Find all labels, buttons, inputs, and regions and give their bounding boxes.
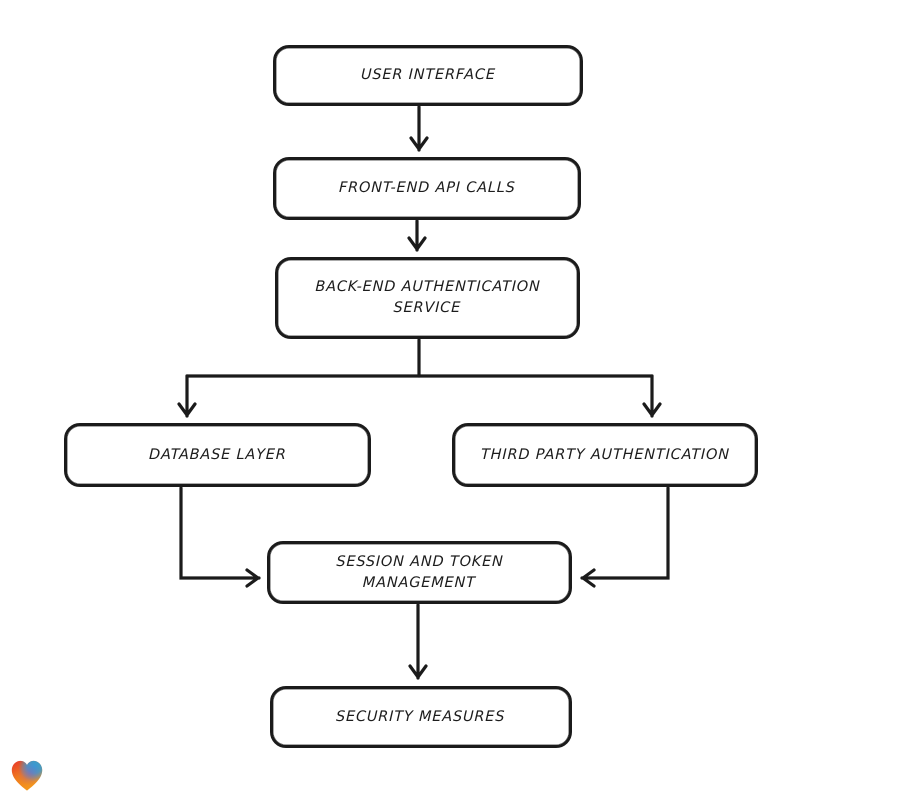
- node-user-interface[interactable]: USER INTERFACE: [273, 45, 583, 106]
- node-session-and-token-management[interactable]: SESSION AND TOKEN MANAGEMENT: [267, 541, 572, 604]
- node-user-interface-label: USER INTERFACE: [360, 67, 496, 83]
- edge-thirdparty-to-session: [580, 486, 670, 588]
- edge-database-to-session: [179, 486, 261, 588]
- node-front-end-api-calls[interactable]: FRONT-END API CALLS: [273, 157, 581, 220]
- node-security-measures-label: SECURITY MEASURES: [336, 708, 506, 725]
- node-third-party-authentication-label: THIRD PARTY AUTHENTICATION: [480, 446, 730, 463]
- node-third-party-authentication[interactable]: THIRD PARTY AUTHENTICATION: [452, 423, 758, 487]
- node-back-end-authentication-service[interactable]: BACK-END AUTHENTICATION SERVICE: [275, 257, 580, 339]
- node-database-layer-label: DATABASE LAYER: [148, 446, 287, 463]
- node-session-and-token-management-label: SESSION AND TOKEN MANAGEMENT: [335, 553, 504, 591]
- gradient-heart-logo-icon: [11, 760, 43, 791]
- node-front-end-api-calls-label: FRONT-END API CALLS: [338, 180, 516, 196]
- node-back-end-authentication-service-label: BACK-END AUTHENTICATION SERVICE: [314, 279, 541, 316]
- node-database-layer[interactable]: DATABASE LAYER: [64, 423, 371, 487]
- node-security-measures[interactable]: SECURITY MEASURES: [270, 686, 572, 748]
